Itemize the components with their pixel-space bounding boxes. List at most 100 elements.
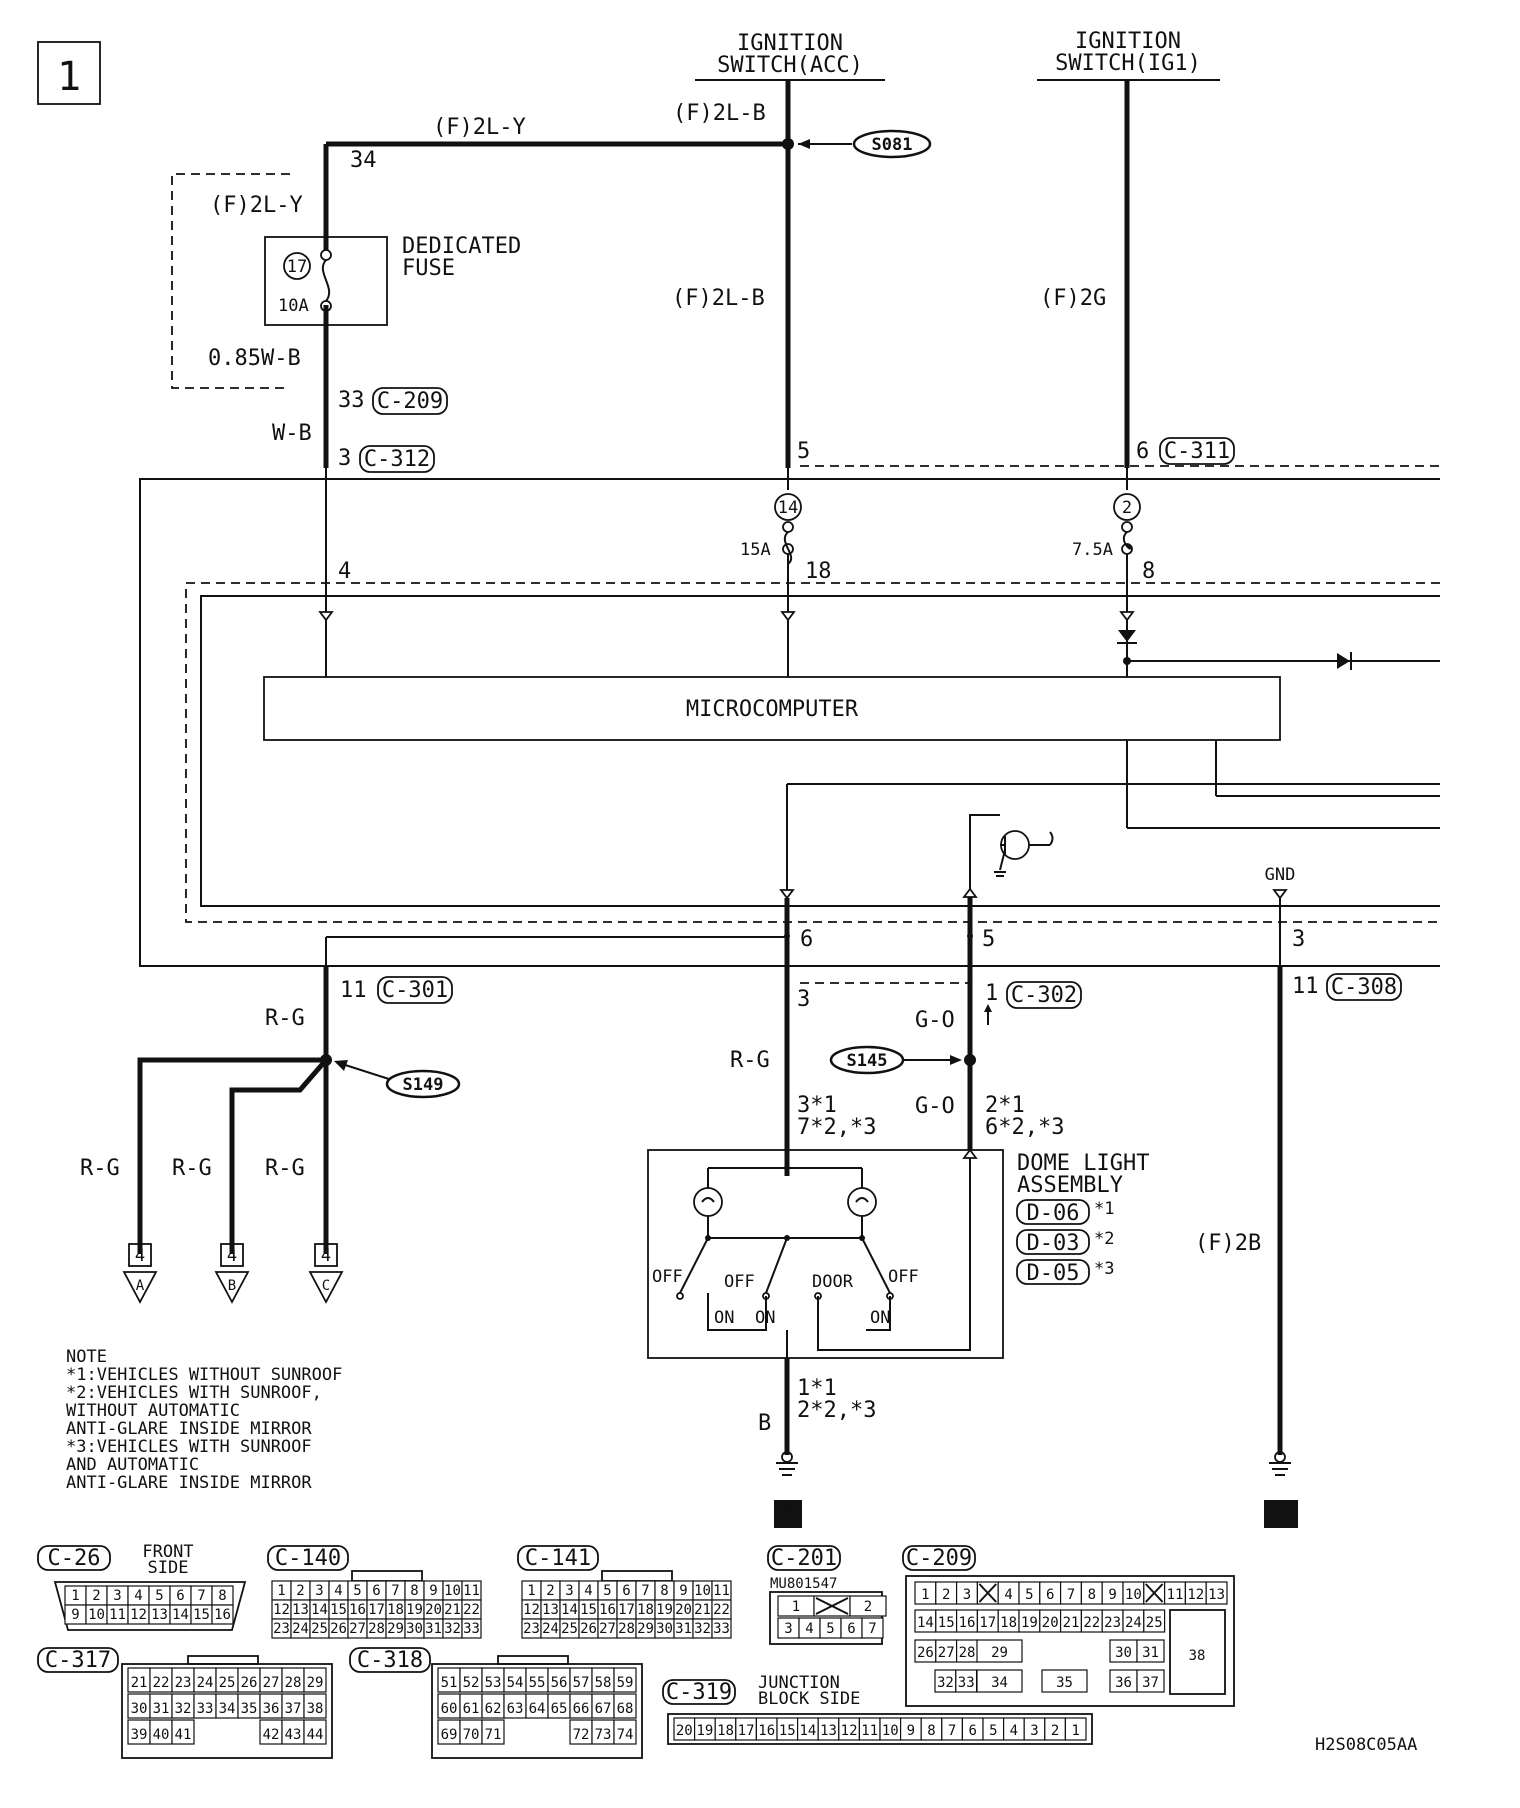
connector-pin: 16 (959, 1615, 976, 1631)
svg-text:B: B (758, 1411, 771, 1436)
svg-text:*3: *3 (1094, 1259, 1114, 1279)
svg-text:3: 3 (1292, 927, 1305, 952)
connector-caption: BLOCK SIDE (758, 1689, 860, 1709)
svg-text:4: 4 (227, 1246, 237, 1266)
connector-pin: 28 (285, 1675, 302, 1691)
connector-pin: 28 (959, 1645, 976, 1661)
connector-pin: 16 (758, 1723, 775, 1739)
svg-text:IGNITION: IGNITION (1075, 29, 1181, 54)
connector-id: C-141 (525, 1546, 591, 1571)
connector-pin: 9 (907, 1723, 915, 1739)
connector-pin: 5 (826, 1621, 834, 1637)
connector-pin: 31 (425, 1621, 442, 1637)
junction-block-outline (139, 478, 1440, 967)
connector-pin: 7 (197, 1588, 205, 1604)
connector-pin: 1 (527, 1583, 535, 1599)
connector-id-frame (349, 1647, 431, 1673)
ground-wires: 1*1 2*2,*3 B 6 11 C-308 (F)2B 13 (758, 966, 1402, 1528)
connector-id: C-26 (48, 1546, 101, 1571)
connector-pin: 14 (917, 1615, 934, 1631)
connector-pin: 1 (921, 1587, 929, 1603)
connector-pin: 6 (847, 1621, 855, 1637)
connector-pin: 3 (1030, 1723, 1038, 1739)
connector-cell (861, 1617, 884, 1639)
svg-text:S149: S149 (403, 1075, 444, 1095)
ignition-switch-acc: IGNITION SWITCH(ACC) (695, 31, 885, 81)
note-line: NOTE (66, 1347, 107, 1367)
connector-cell (303, 1719, 327, 1745)
svg-text:OFF: OFF (888, 1267, 919, 1287)
connector-cell (303, 1693, 327, 1719)
svg-text:6: 6 (781, 1500, 795, 1528)
svg-text:R-G: R-G (80, 1156, 120, 1181)
svg-text:ON: ON (755, 1308, 775, 1328)
connector-pin: 42 (263, 1727, 280, 1743)
svg-text:D-06: D-06 (1027, 1201, 1080, 1226)
acc-feed-wire: (F)2L-B (F)2L-Y (F)2L-B (326, 80, 794, 468)
connector-pin: 27 (938, 1645, 955, 1661)
connector-pin: 25 (1146, 1615, 1163, 1631)
connector-pin: 33 (958, 1675, 975, 1691)
svg-text:(F)2B: (F)2B (1195, 1231, 1261, 1256)
connector-pin: 15 (580, 1602, 597, 1618)
svg-text:DOOR: DOOR (812, 1272, 854, 1292)
junction-lower-pins: 6 5 3 (325, 897, 1305, 1176)
connector-pin: 19 (696, 1723, 713, 1739)
connector-pin: 15 (938, 1615, 955, 1631)
connector-pin: 9 (679, 1583, 687, 1599)
svg-text:ASSEMBLY: ASSEMBLY (1017, 1173, 1123, 1198)
connector-pin: 25 (561, 1621, 578, 1637)
connector-pin: 57 (573, 1675, 590, 1691)
svg-text:R-G: R-G (172, 1156, 212, 1181)
connector-pin: 10 (1125, 1587, 1142, 1603)
connector-pin: 31 (675, 1621, 692, 1637)
svg-text:S145: S145 (847, 1051, 888, 1071)
connector-pin: 31 (1142, 1645, 1159, 1661)
connector-pin: 7 (391, 1583, 399, 1599)
svg-text:*2: *2 (1094, 1229, 1114, 1249)
connector-pin: 12 (523, 1602, 540, 1618)
connector-pin: 24 (292, 1621, 309, 1637)
connector-pin: 52 (463, 1675, 480, 1691)
svg-text:5: 5 (982, 927, 995, 952)
connector-cell (171, 1719, 195, 1745)
svg-text:D-03: D-03 (1027, 1231, 1080, 1256)
connector-pin: 23 (175, 1675, 192, 1691)
connector-pin: 43 (285, 1727, 302, 1743)
connector-pin: 2 (546, 1583, 554, 1599)
connector-pin: 38 (1189, 1648, 1206, 1664)
connector-pin: 58 (595, 1675, 612, 1691)
connector-pin: 53 (485, 1675, 502, 1691)
svg-text:2*2,*3: 2*2,*3 (797, 1398, 876, 1423)
svg-text:1: 1 (985, 981, 998, 1006)
connector-pin: 4 (334, 1583, 342, 1599)
svg-text:B: B (228, 1278, 236, 1294)
connector-pin: 27 (349, 1621, 366, 1637)
connector-pin: 10 (882, 1723, 899, 1739)
connector-pin: 59 (617, 1675, 634, 1691)
connector-id: C-318 (357, 1648, 423, 1673)
connector-pin: 5 (989, 1723, 997, 1739)
svg-text:S081: S081 (872, 135, 913, 155)
svg-text:C-312: C-312 (364, 447, 430, 472)
connector-pin: 14 (172, 1607, 189, 1623)
connector-pin: 66 (573, 1701, 590, 1717)
connector-pin: 55 (529, 1675, 546, 1691)
svg-text:1*1: 1*1 (797, 1376, 837, 1401)
connector-pin: 39 (131, 1727, 148, 1743)
connector-pin: 36 (1115, 1675, 1132, 1691)
svg-text:33: 33 (338, 388, 365, 413)
connector-pin: 21 (1063, 1615, 1080, 1631)
connector-pin: 70 (463, 1727, 480, 1743)
svg-text:11: 11 (340, 978, 367, 1003)
note-line: *3:VEHICLES WITH SUNROOF (66, 1437, 312, 1457)
connector-cell (1205, 1581, 1228, 1605)
connector-pin: 20 (425, 1602, 442, 1618)
connector-pin: 28 (618, 1621, 635, 1637)
connector-pin: 4 (1004, 1587, 1012, 1603)
